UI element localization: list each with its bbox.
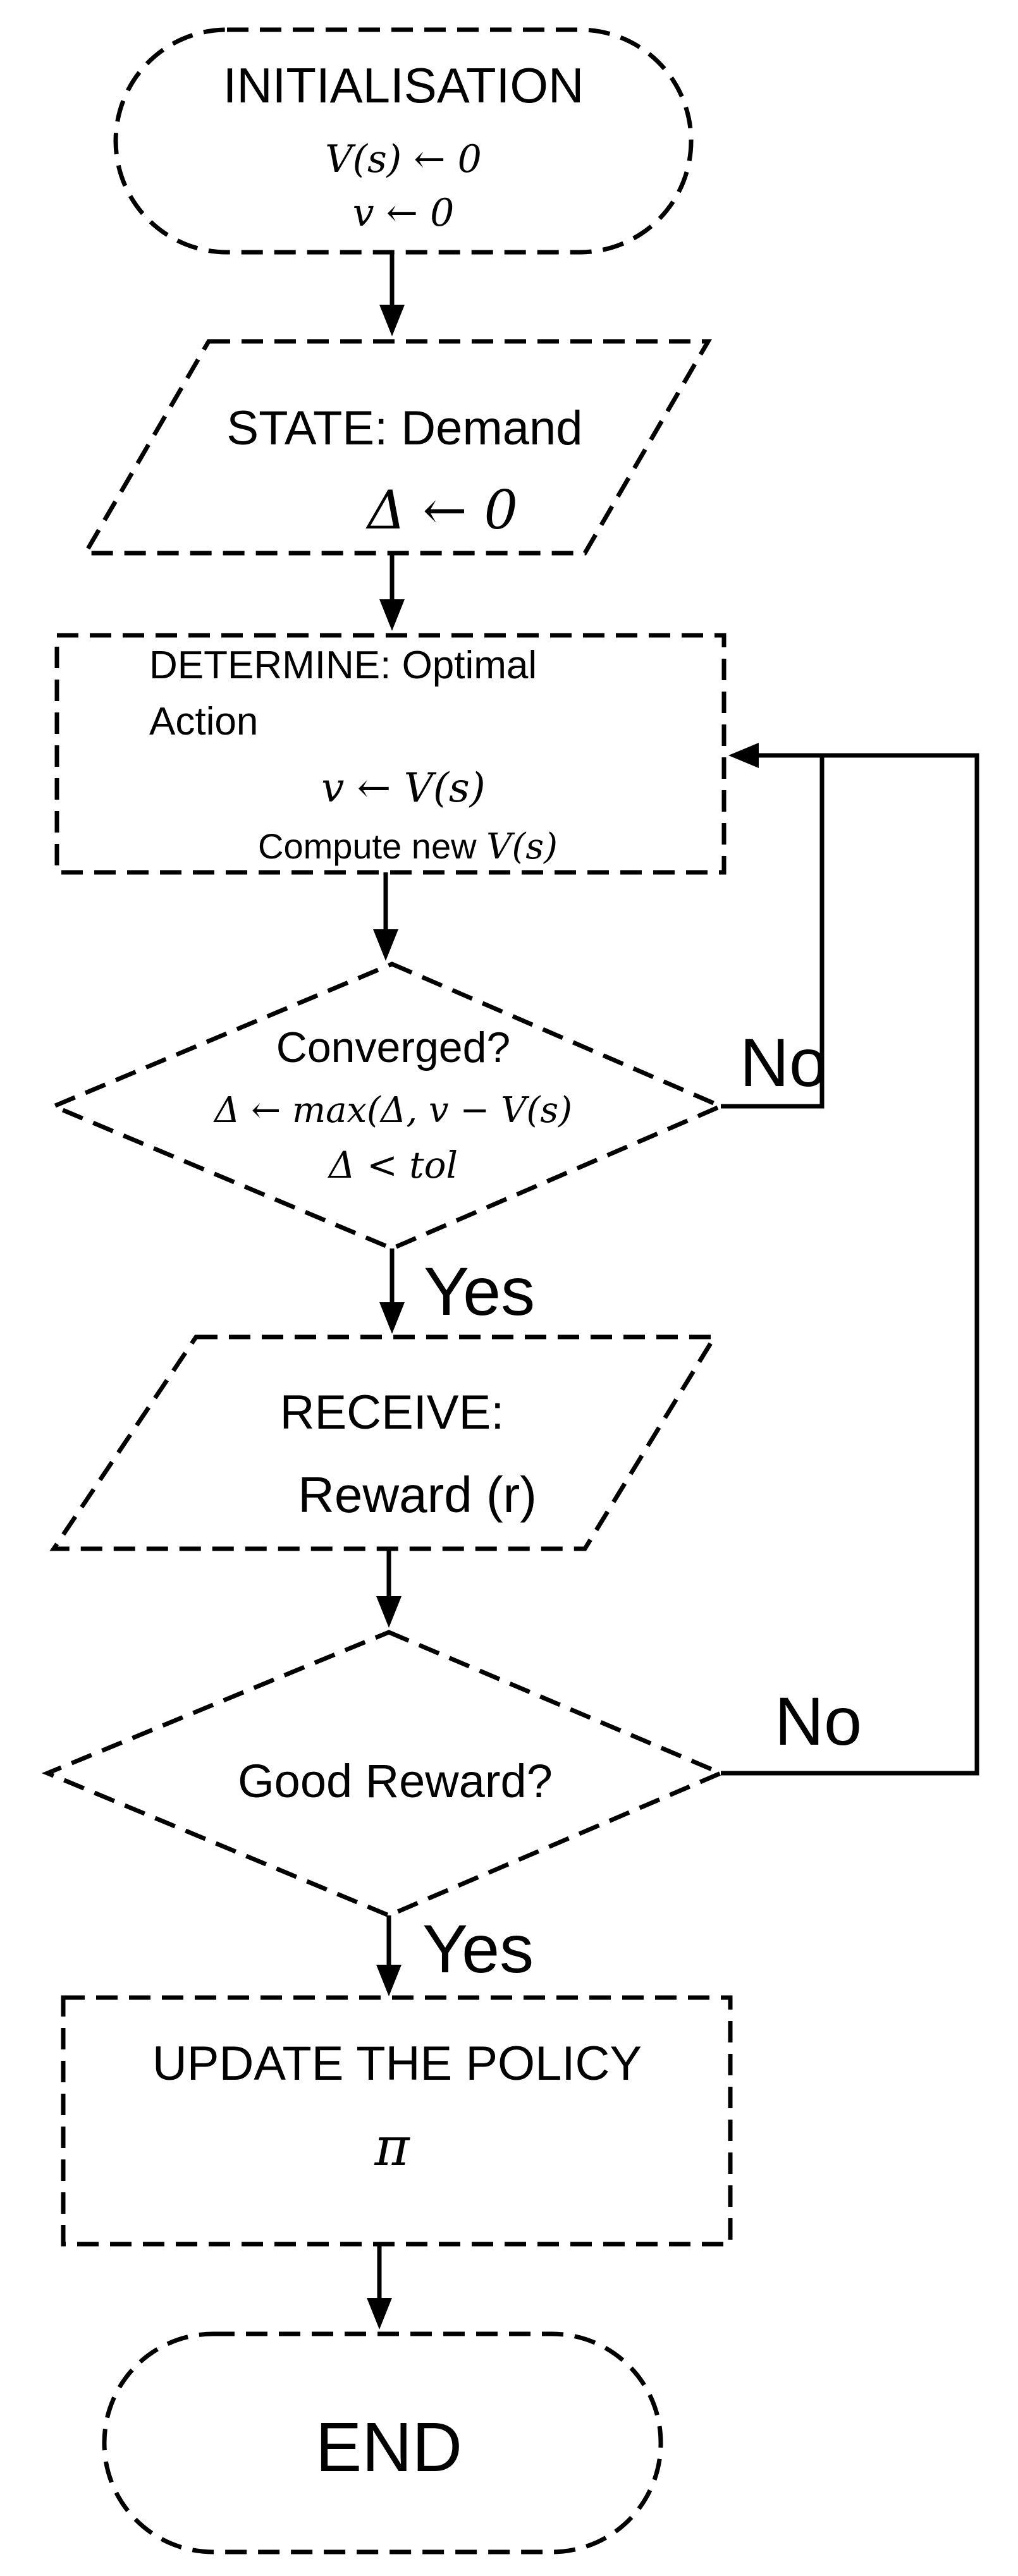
converged-yes-label: Yes [424, 1253, 535, 1329]
edge-converged-yes: Yes [379, 1248, 535, 1334]
arrow-init-to-state [379, 252, 405, 336]
initialisation-node: INITIALISATION V(s) ← 0 v ← 0 [113, 27, 694, 255]
good-reward-no-label: No [775, 1683, 862, 1759]
determine-assign-v: v ← V(s) [321, 765, 485, 812]
determine-node: DETERMINE: Optimal Action v ← V(s) Compu… [54, 633, 727, 875]
determine-compute-math: V(s) [486, 826, 558, 867]
state-delta-init: Δ ← 0 [365, 479, 518, 541]
determine-compute-line: Compute new V(s) [258, 826, 558, 867]
end-node: END [102, 2331, 663, 2555]
arrow-update-to-end [367, 2244, 392, 2329]
initialisation-title: INITIALISATION [223, 58, 584, 113]
good-reward-title: Good Reward? [238, 1755, 553, 1807]
initialisation-line-v-s: V(s) ← 0 [325, 137, 482, 181]
edge-good-reward-yes: Yes [376, 1910, 534, 1996]
arrow-receive-to-good-reward [376, 1549, 402, 1628]
receive-node: RECEIVE: Reward (r) [49, 1334, 719, 1551]
receive-reward: Reward (r) [298, 1467, 537, 1523]
state-title: STATE: Demand [226, 401, 582, 455]
converged-title: Converged? [276, 1023, 510, 1071]
state-node: STATE: Demand Δ ← 0 [81, 339, 713, 556]
arrow-state-to-determine [379, 553, 405, 631]
update-policy-pi: π [374, 2116, 410, 2178]
converged-node: Converged? Δ ← max(Δ, v − V(s) Δ < tol [47, 961, 727, 1251]
update-policy-title: UPDATE THE POLICY [152, 2037, 642, 2091]
arrow-determine-to-converged [373, 872, 398, 961]
converged-delta-tol: Δ < tol [328, 1144, 458, 1187]
end-title: END [316, 2408, 462, 2486]
edge-converged-no: No [721, 743, 827, 1109]
determine-compute-text: Compute new [258, 826, 486, 866]
edge-good-reward-no: No [721, 753, 979, 1776]
determine-title: DETERMINE: Optimal [149, 644, 537, 687]
good-reward-node: Good Reward? [41, 1630, 727, 1918]
initialisation-line-v: v ← 0 [353, 191, 455, 235]
update-policy-node: UPDATE THE POLICY π [61, 1995, 733, 2247]
converged-delta-max: Δ ← max(Δ, v − V(s) [213, 1090, 572, 1131]
receive-title: RECEIVE: [280, 1386, 505, 1439]
good-reward-yes-label: Yes [422, 1910, 534, 1987]
determine-title-cont: Action [149, 700, 258, 743]
converged-no-label: No [740, 1024, 827, 1101]
